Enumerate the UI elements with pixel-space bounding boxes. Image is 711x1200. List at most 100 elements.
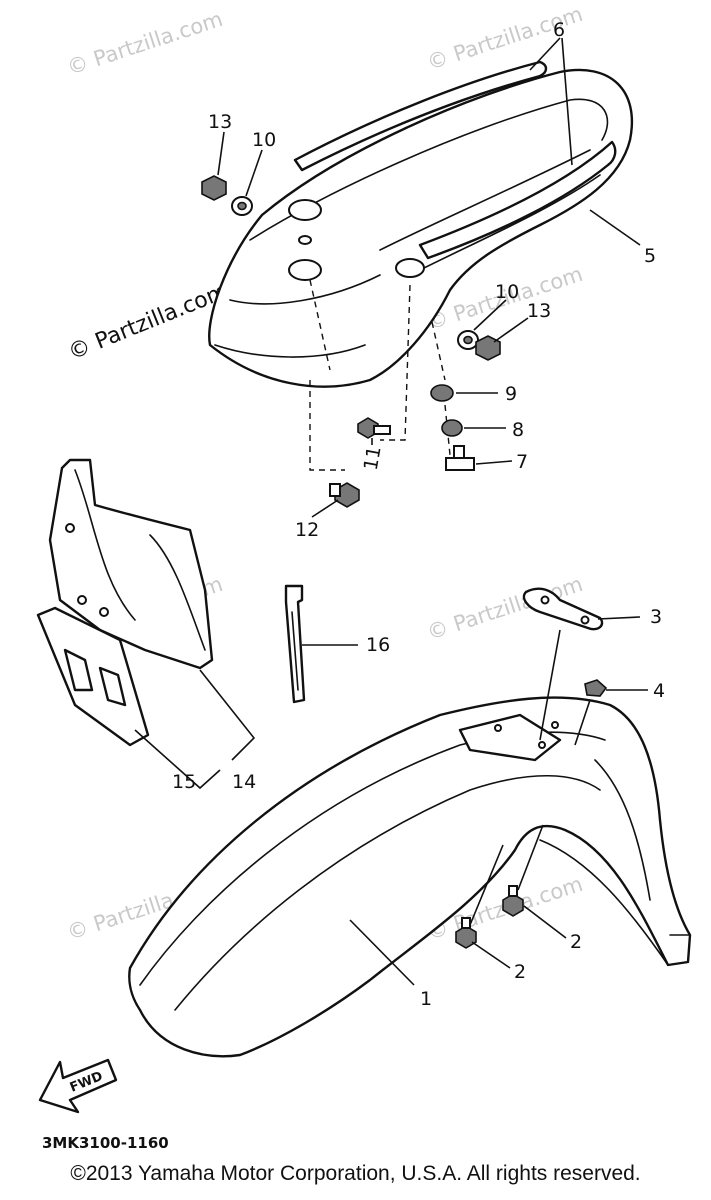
leader-lines bbox=[134, 37, 648, 986]
dashed-line bbox=[380, 284, 411, 441]
callout-10: 10 bbox=[495, 281, 519, 303]
cable-tie-teeth bbox=[291, 611, 299, 691]
watermark-dark-text: © Partzilla.com bbox=[65, 279, 232, 366]
plate-body bbox=[36, 606, 150, 747]
fender-stripe bbox=[293, 60, 617, 260]
nut bbox=[584, 679, 608, 697]
cable-tie bbox=[284, 584, 306, 704]
rear-fender-body bbox=[208, 68, 633, 388]
callout-13: 13 bbox=[208, 111, 232, 133]
fender-crease bbox=[229, 274, 381, 305]
fender-rib bbox=[139, 731, 606, 986]
stripe-lower bbox=[418, 140, 617, 260]
fender-rib bbox=[379, 149, 591, 251]
bolt-shank bbox=[453, 445, 465, 459]
washer-hole bbox=[463, 335, 473, 345]
leader-line bbox=[473, 299, 507, 331]
fender-bracket bbox=[522, 587, 604, 631]
fender-mount-hole bbox=[288, 259, 322, 281]
callout-9: 9 bbox=[505, 383, 517, 405]
side-cover-hole bbox=[65, 523, 75, 533]
mount-hole bbox=[551, 721, 559, 729]
bolt-shank bbox=[373, 425, 391, 435]
fwd-arrow-icon bbox=[38, 1058, 118, 1114]
callout-1: 1 bbox=[420, 988, 432, 1010]
fender-bolts bbox=[455, 885, 524, 949]
callout-11: 11 bbox=[360, 444, 386, 472]
leader-line bbox=[561, 37, 573, 166]
dashed-line bbox=[431, 321, 446, 381]
leader-line bbox=[597, 616, 641, 620]
fender-mount-hole bbox=[288, 199, 322, 221]
leader-line bbox=[475, 460, 513, 465]
callout-3: 3 bbox=[650, 606, 662, 628]
leader-line bbox=[199, 669, 256, 761]
fender-small-hole bbox=[298, 235, 312, 245]
dashed-line bbox=[309, 380, 345, 471]
assembly-line bbox=[517, 824, 544, 891]
callout-7: 7 bbox=[516, 451, 528, 473]
leader-line bbox=[311, 499, 339, 518]
leader-line bbox=[471, 941, 511, 969]
front-fender-body bbox=[128, 696, 692, 1058]
collar bbox=[441, 419, 463, 437]
fender-rib bbox=[174, 774, 601, 1011]
dashed-line bbox=[309, 279, 331, 371]
watermark-text: © Partzilla.com bbox=[64, 7, 226, 80]
grommet bbox=[430, 384, 454, 402]
leader-line bbox=[589, 209, 641, 246]
mount-hole bbox=[494, 724, 502, 732]
mount-hole bbox=[538, 741, 546, 749]
side-cover-hole bbox=[77, 595, 87, 605]
side-cover-body bbox=[48, 458, 214, 670]
side-cover-hole bbox=[99, 607, 109, 617]
callout-14: 14 bbox=[232, 771, 256, 793]
leader-line bbox=[245, 149, 263, 197]
callout-13: 13 bbox=[527, 300, 551, 322]
fender-mount-hole bbox=[395, 258, 425, 278]
forward-direction-arrow: FWD bbox=[38, 1058, 118, 1114]
callout-16: 16 bbox=[366, 634, 390, 656]
fender-mount-plate bbox=[458, 713, 562, 762]
upper-hardware bbox=[201, 175, 501, 508]
bracket-hole bbox=[540, 595, 550, 605]
bolt-shank bbox=[461, 917, 471, 929]
callout-5: 5 bbox=[644, 245, 656, 267]
fender-inner-rib bbox=[594, 759, 651, 901]
bolt-shank bbox=[508, 885, 518, 897]
plate-slot bbox=[98, 666, 127, 707]
washer-hole bbox=[237, 201, 247, 211]
callout-2: 2 bbox=[514, 961, 526, 983]
copyright-notice: ©2013 Yamaha Motor Corporation, U.S.A. A… bbox=[70, 1162, 641, 1185]
assembly-line bbox=[469, 844, 504, 926]
callout-4: 4 bbox=[653, 680, 665, 702]
leader-line bbox=[493, 317, 529, 343]
callout-2: 2 bbox=[570, 931, 582, 953]
callout-12: 12 bbox=[295, 519, 319, 541]
side-cover-rib bbox=[74, 469, 136, 621]
leader-line bbox=[529, 37, 561, 71]
bolt-shank bbox=[329, 483, 341, 497]
callout-15: 15 bbox=[172, 771, 196, 793]
callout-numbers: 6 5 13 10 10 13 9 8 7 11 12 3 4 16 14 15… bbox=[172, 19, 665, 1010]
plate-slot bbox=[63, 648, 94, 692]
assembly-lines-lower bbox=[469, 629, 591, 926]
side-cover-rib bbox=[149, 534, 206, 651]
callout-6: 6 bbox=[553, 19, 565, 41]
leader-line bbox=[523, 905, 567, 939]
number-plate-bracket bbox=[36, 606, 150, 747]
assembly-line bbox=[539, 629, 561, 741]
leader-line bbox=[349, 919, 415, 986]
bolt-head bbox=[455, 925, 477, 949]
callout-8: 8 bbox=[512, 419, 524, 441]
bolt-head bbox=[445, 457, 475, 471]
fender-crease bbox=[214, 344, 366, 358]
callout-10: 10 bbox=[252, 129, 276, 151]
fender-inner-edge bbox=[539, 839, 669, 966]
leader-line bbox=[134, 729, 221, 790]
diagram-code: 3MK3100-1160 bbox=[42, 1134, 169, 1152]
assembly-line bbox=[574, 699, 591, 746]
leader-line bbox=[217, 131, 225, 176]
flange-nut bbox=[201, 175, 227, 201]
